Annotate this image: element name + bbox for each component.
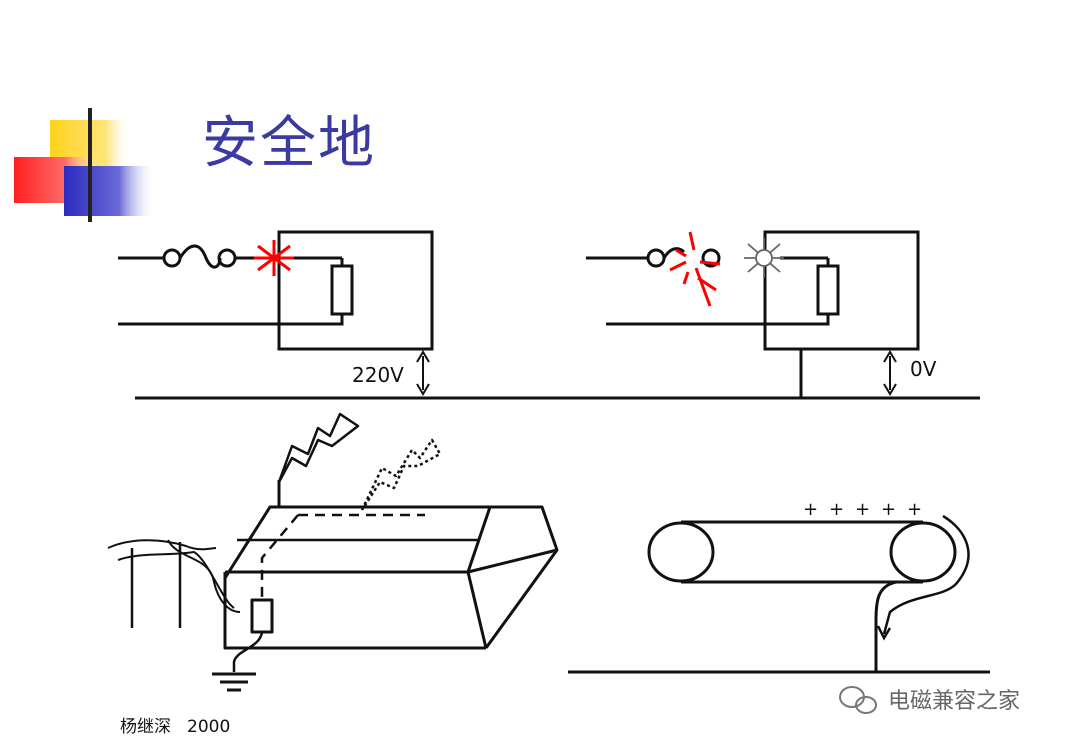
down-conductor-dashed: [260, 514, 299, 600]
plus-mark: +: [881, 499, 896, 520]
overhead-wire-3: [167, 539, 241, 613]
belt-ground-strap: [874, 580, 897, 672]
fuse-right-element-stub: [662, 247, 686, 259]
fuse-left-element: [178, 244, 222, 269]
circuit-right: [586, 230, 920, 398]
arrow-220v-head-up: [416, 350, 430, 363]
credit-year: 2000: [187, 717, 231, 737]
plus-mark: +: [803, 499, 818, 520]
wechat-logo-icon: [839, 686, 877, 714]
arrow-0v-head-down: [883, 383, 897, 396]
ground-lead: [232, 631, 264, 672]
overhead-wire-1: [107, 539, 217, 551]
discharge-path: [882, 514, 970, 635]
spark-right-icon: [744, 238, 784, 278]
fuse-right-terminal-b: [701, 248, 721, 268]
building-front-edge: [466, 571, 488, 649]
resistor-left: [330, 264, 354, 316]
circuit-left: [118, 230, 434, 396]
discharge-arrow-head: [876, 625, 892, 641]
overhead-wire-2: [117, 551, 235, 609]
wire-right-bottom: [606, 314, 830, 326]
watermark: 电磁兼容之家: [836, 683, 1020, 715]
resistor-building: [250, 598, 274, 634]
header-decoration: [14, 108, 1020, 222]
conveyor-belt-scene: [568, 514, 990, 674]
footer-credit: 杨继深 2000: [120, 712, 230, 737]
chassis-right: [763, 230, 920, 351]
author-name: 杨继深: [120, 717, 171, 737]
pulley-left: [647, 521, 715, 583]
page-title: 安全地: [202, 111, 376, 176]
fuse-blown-icon: [669, 231, 721, 307]
building-roof: [223, 505, 492, 579]
plus-mark: +: [907, 499, 922, 520]
wire-left-bottom: [118, 314, 344, 326]
building-top-edge: [467, 548, 558, 574]
deco-blue-block: [64, 166, 156, 216]
spark-left-icon: [254, 240, 294, 276]
resistor-right: [816, 264, 840, 316]
lightning-bolt-dotted-icon: [360, 438, 442, 511]
arrow-220v-head-down: [416, 383, 430, 396]
plus-mark: +: [829, 499, 844, 520]
label-0v: 0V: [910, 357, 937, 381]
pulley-right: [889, 521, 957, 583]
building-end-face: [484, 505, 559, 649]
static-charge-marks: + + + + +: [803, 499, 922, 520]
chassis-left: [277, 230, 434, 351]
plus-mark: +: [855, 499, 870, 520]
fuse-left-terminal-a: [162, 248, 182, 268]
fuse-right-terminal-a: [646, 248, 666, 268]
building-lightning-scene: [107, 412, 559, 692]
label-220v: 220V: [352, 363, 404, 387]
building-front-base: [223, 572, 486, 650]
watermark-text: 电磁兼容之家: [888, 689, 1021, 714]
arrow-0v-head-up: [883, 350, 897, 363]
lightning-bolt-icon: [277, 412, 360, 483]
